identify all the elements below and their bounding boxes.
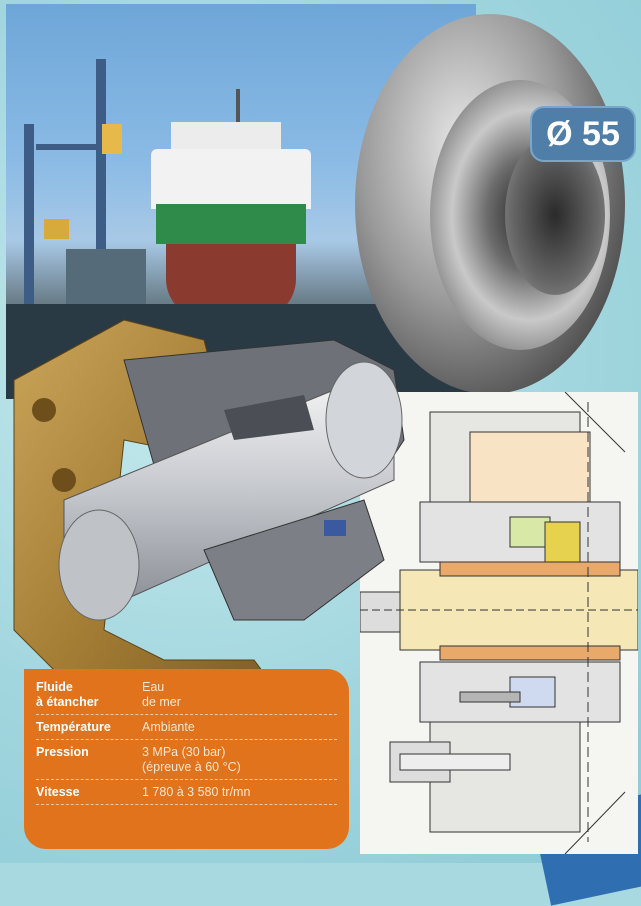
spec-value: Ambiante [142,720,195,734]
seal-technical-drawing [360,392,638,854]
spec-label: Vitesse [36,785,80,799]
spec-label: Température [36,720,111,734]
spec-row-pressure: Pression 3 MPa (30 bar)(épreuve à 60 °C) [36,740,337,780]
spec-value: 3 MPa (30 bar)(épreuve à 60 °C) [142,745,241,774]
spec-row-speed: Vitesse 1 780 à 3 580 tr/mn [36,780,337,805]
spec-label: Pression [36,745,89,759]
spec-row-temperature: Température Ambiante [36,715,337,740]
seal-cutaway-render [13,319,405,720]
spec-value: 1 780 à 3 580 tr/mn [142,785,251,799]
diameter-badge: Ø 55 [530,106,636,162]
